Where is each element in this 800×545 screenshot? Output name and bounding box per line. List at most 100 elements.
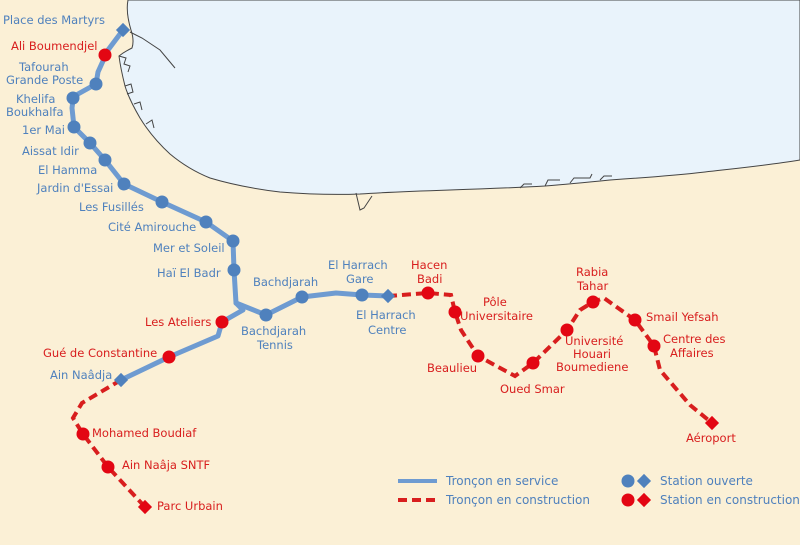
label-parc-urbain: Parc Urbain (157, 499, 223, 513)
label-smail-yefsah: Smail Yefsah (646, 310, 719, 324)
label-hacen-badi-1: Hacen (411, 258, 447, 272)
construction-terminus-group (137, 415, 720, 515)
legend-in-service: Tronçon en service (445, 474, 558, 488)
station-ain-naaja-sntf[interactable] (101, 460, 115, 474)
station-gue-de-constantine[interactable] (162, 350, 176, 364)
quay-east-2 (569, 173, 593, 184)
station-oued-smar[interactable] (526, 356, 540, 370)
quay-2 (124, 83, 134, 95)
station-bachdjarah[interactable] (295, 290, 309, 304)
station-les-fusilles[interactable] (155, 195, 169, 209)
label-el-harrach-centre-1: El Harrach (356, 308, 416, 322)
label-tafourah-2: Grande Poste (6, 73, 83, 87)
legend-open-diamond (636, 473, 652, 489)
label-tafourah-1: Tafourah (18, 60, 69, 74)
station-tafourah[interactable] (89, 77, 103, 91)
label-bachdjarah-tennis-1: Bachdjarah (241, 324, 306, 338)
open-station-labels: Place des Martyrs Tafourah Grande Poste … (3, 13, 416, 382)
label-aissat-idir: Aissat Idir (22, 144, 79, 158)
station-pole-universitaire[interactable] (448, 305, 462, 319)
label-aeroport: Aéroport (686, 431, 736, 445)
station-centre-des-affaires[interactable] (647, 339, 661, 353)
label-el-harrach-centre-2: Centre (368, 323, 406, 337)
legend-station-under-construction: Station en construction (660, 493, 800, 507)
quay-east-3 (519, 183, 532, 189)
label-beaulieu: Beaulieu (427, 361, 477, 375)
label-khelifa-1: Khelifa (16, 92, 55, 106)
label-ain-naaja-sntf: Ain Naâja SNTF (122, 458, 210, 472)
station-hai-el-badr[interactable] (227, 263, 241, 277)
label-pole-universitaire-2: Universitaire (460, 309, 533, 323)
legend-under-construction: Tronçon en construction (445, 493, 590, 507)
quay-east-1 (544, 179, 560, 187)
station-1er-mai[interactable] (67, 120, 81, 134)
station-aeroport[interactable] (704, 415, 720, 431)
label-les-ateliers: Les Ateliers (145, 315, 211, 329)
label-hai-el-badr: Haï El Badr (157, 266, 221, 280)
legend-construction-circle (621, 493, 635, 507)
station-jardin-essai[interactable] (117, 177, 131, 191)
quay-1 (118, 55, 131, 73)
label-jardin-essai: Jardin d'Essai (36, 181, 113, 195)
station-beaulieu[interactable] (471, 349, 485, 363)
label-hacen-badi-2: Badi (417, 272, 442, 286)
label-place-des-martyrs: Place des Martyrs (3, 13, 105, 27)
station-smail-yefsah[interactable] (628, 313, 642, 327)
label-bachdjarah: Bachdjarah (253, 275, 318, 289)
quay-4 (145, 119, 155, 129)
station-el-harrach-centre[interactable] (380, 288, 396, 304)
label-el-harrach-gare-2: Gare (346, 272, 374, 286)
station-mer-et-soleil[interactable] (226, 234, 240, 248)
label-mer-et-soleil: Mer et Soleil (153, 241, 225, 255)
label-rabia-tahar-1: Rabia (576, 265, 608, 279)
station-universite-houari-boumediene[interactable] (560, 323, 574, 337)
station-hacen-badi[interactable] (421, 286, 435, 300)
label-centre-affaires-1: Centre des (663, 332, 725, 346)
extension-south (70, 378, 147, 509)
legend-open-circle (621, 474, 635, 488)
label-el-hamma: El Hamma (38, 163, 97, 177)
legend: Tronçon en service Tronçon en constructi… (398, 473, 800, 508)
jetty-north (129, 31, 176, 69)
quay-3 (133, 101, 143, 111)
sea (118, 0, 800, 195)
label-mohamed-boudiaf: Mohamed Boudiaf (92, 426, 197, 440)
breakwater-east (355, 192, 373, 211)
label-universite-1: Université (565, 334, 623, 348)
label-khelifa-2: Boukhalfa (6, 105, 64, 119)
station-aissat-idir[interactable] (83, 136, 97, 150)
label-el-harrach-gare-1: El Harrach (328, 258, 388, 272)
label-ali-boumendjel: Ali Boumendjel (11, 39, 97, 53)
line-segment-ain-naadja (118, 300, 246, 383)
legend-construction-diamond (636, 492, 652, 508)
station-parc-urbain[interactable] (137, 499, 153, 515)
station-bachdjarah-tennis[interactable] (259, 308, 273, 322)
station-les-ateliers[interactable] (215, 315, 229, 329)
station-mohamed-boudiaf[interactable] (76, 427, 90, 441)
station-el-hamma[interactable] (98, 153, 112, 167)
station-el-harrach-gare[interactable] (355, 288, 369, 302)
label-universite-2: Houari (573, 347, 611, 361)
label-rabia-tahar-2: Tahar (576, 279, 609, 293)
station-ali-boumendjel[interactable] (98, 48, 112, 62)
legend-station-open: Station ouverte (660, 474, 753, 488)
station-ain-naadja[interactable] (113, 372, 129, 388)
label-centre-affaires-2: Affaires (670, 346, 714, 360)
label-ain-naadja: Ain Naâdja (50, 368, 112, 382)
label-1er-mai: 1er Mai (22, 123, 65, 137)
label-oued-smar: Oued Smar (500, 382, 565, 396)
station-khelifa-boukhalfa[interactable] (66, 91, 80, 105)
label-bachdjarah-tennis-2: Tennis (256, 338, 293, 352)
label-pole-universitaire-1: Pôle (483, 295, 507, 309)
label-universite-3: Boumediene (556, 360, 628, 374)
label-gue-de-constantine: Gué de Constantine (43, 346, 157, 360)
open-stations (66, 77, 369, 322)
port-jetties (118, 31, 612, 211)
station-rabia-tahar[interactable] (586, 295, 600, 309)
construction-station-labels: Ali Boumendjel Les Ateliers Gué de Const… (11, 39, 736, 513)
construction-stations (76, 48, 661, 474)
station-cite-amirouche[interactable] (199, 215, 213, 229)
quay-east-4 (599, 175, 612, 181)
label-les-fusilles: Les Fusillés (79, 200, 144, 214)
